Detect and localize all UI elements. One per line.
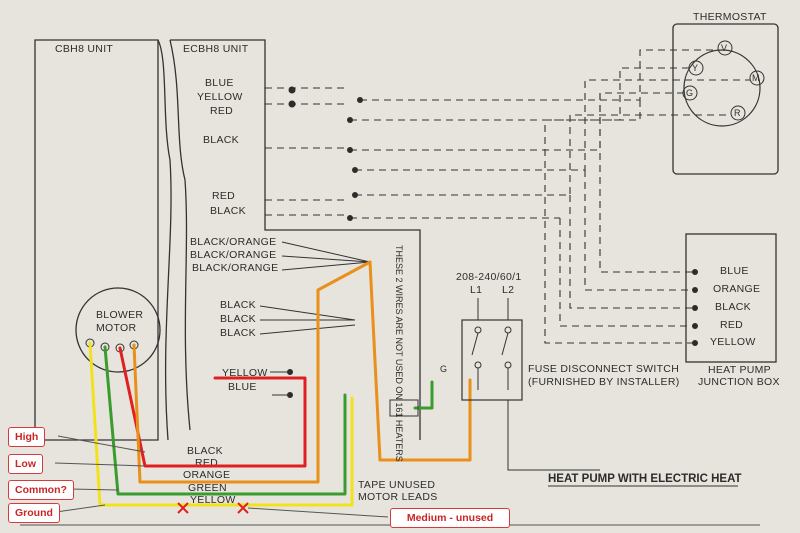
svg-text:RED: RED: [210, 105, 233, 117]
svg-text:BLUE: BLUE: [228, 381, 257, 393]
junction-box-title-1: HEAT PUMP: [708, 364, 771, 376]
svg-text:ORANGE: ORANGE: [713, 283, 760, 295]
fuse-switch-internals: [471, 298, 600, 471]
svg-text:V: V: [721, 43, 727, 53]
cbh8-unit-label: CBH8 UNIT: [55, 43, 113, 55]
thermostat-title: THERMOSTAT: [693, 11, 767, 23]
field-wiring-dashed: [265, 49, 750, 344]
thermostat-terminal-r: R: [730, 105, 746, 121]
svg-text:GREEN: GREEN: [188, 482, 227, 494]
tape-note-1: TAPE UNUSED: [358, 479, 435, 491]
green-wire-ground: [413, 380, 434, 410]
orange-wire-motor: [132, 260, 372, 484]
svg-text:RED: RED: [720, 319, 743, 331]
svg-text:BLACK/ORANGE: BLACK/ORANGE: [190, 236, 276, 248]
overlay-wires: [88, 260, 472, 507]
green-wire: [103, 345, 347, 496]
svg-text:BLACK/ORANGE: BLACK/ORANGE: [192, 262, 278, 274]
ground-label: G: [440, 364, 447, 374]
terminal-dots: [287, 86, 363, 398]
junction-box-labels: BLUE ORANGE BLACK RED YELLOW: [710, 265, 760, 348]
svg-text:BLACK: BLACK: [715, 301, 751, 313]
ecbh8-unit-label: ECBH8 UNIT: [183, 43, 249, 55]
fuse-switch-label-2: (FURNISHED BY INSTALLER): [528, 376, 680, 388]
thermostat-terminal-v: V: [717, 40, 733, 56]
unit-wire-labels: BLUE YELLOW RED BLACK RED BLACK BLACK/OR…: [190, 77, 278, 393]
callout-high: High: [8, 427, 46, 447]
junction-box-dots: [692, 269, 698, 346]
svg-text:BLUE: BLUE: [205, 77, 234, 89]
blower-motor-circle: [75, 287, 161, 373]
svg-text:BLACK: BLACK: [210, 205, 246, 217]
svg-text:BLACK: BLACK: [220, 299, 256, 311]
callout-ground: Ground: [8, 503, 60, 523]
svg-text:YELLOW: YELLOW: [222, 367, 268, 379]
thermostat-terminal-g: G: [682, 85, 698, 101]
svg-text:BLACK/ORANGE: BLACK/ORANGE: [190, 249, 276, 261]
svg-text:ORANGE: ORANGE: [183, 469, 230, 481]
svg-text:BLUE: BLUE: [720, 265, 749, 277]
unused-lead-marks: [177, 502, 249, 514]
thermostat-box: [672, 23, 779, 175]
diagram-title: HEAT PUMP WITH ELECTRIC HEAT: [548, 473, 742, 485]
svg-text:YELLOW: YELLOW: [197, 91, 243, 103]
junction-box: [685, 233, 777, 363]
svg-text:Y: Y: [692, 63, 698, 73]
callout-medium-unused: Medium - unused: [390, 508, 510, 528]
power-l1: L1: [470, 284, 482, 296]
junction-box-title-2: JUNCTION BOX: [698, 376, 780, 388]
svg-text:BLACK: BLACK: [220, 327, 256, 339]
svg-text:M: M: [752, 73, 760, 83]
blower-motor-label-2: MOTOR: [96, 322, 137, 334]
motor-terminals: [85, 338, 139, 353]
fuse-switch-label-1: FUSE DISCONNECT SWITCH: [528, 363, 679, 375]
motor-lead-labels: BLACK RED ORANGE GREEN YELLOW: [183, 445, 236, 506]
svg-text:BLACK: BLACK: [187, 445, 223, 457]
svg-text:R: R: [734, 108, 741, 118]
blower-motor-label-1: BLOWER: [96, 309, 143, 321]
ecbh8-unit-box: [169, 39, 421, 440]
svg-text:YELLOW: YELLOW: [190, 494, 236, 506]
callout-leaders: [54, 435, 389, 518]
orange-wire-switch: [368, 260, 472, 462]
yellow-wire: [88, 341, 354, 507]
power-spec: 208-240/60/1: [456, 271, 522, 283]
svg-text:BLACK: BLACK: [203, 134, 239, 146]
thermostat-terminal-y: Y: [688, 60, 704, 76]
svg-text:RED: RED: [212, 190, 235, 202]
thermostat-dial: [683, 49, 761, 127]
callout-low: Low: [8, 454, 43, 474]
svg-text:YELLOW: YELLOW: [710, 336, 756, 348]
fuse-switch-box: [461, 319, 523, 401]
tape-box: [389, 399, 419, 417]
unit-internal-wires: [259, 241, 371, 396]
svg-text:BLACK: BLACK: [220, 313, 256, 325]
unused-wires-note: THESE 2 WIRES ARE NOT USED ON 161 HEATER…: [394, 245, 404, 462]
tape-note-2: MOTOR LEADS: [358, 491, 438, 503]
thermostat-terminal-m: M: [749, 70, 765, 86]
callout-common: Common?: [8, 480, 74, 500]
power-l2: L2: [502, 284, 514, 296]
cbh8-unit-box: [34, 39, 172, 441]
svg-text:G: G: [686, 88, 693, 98]
